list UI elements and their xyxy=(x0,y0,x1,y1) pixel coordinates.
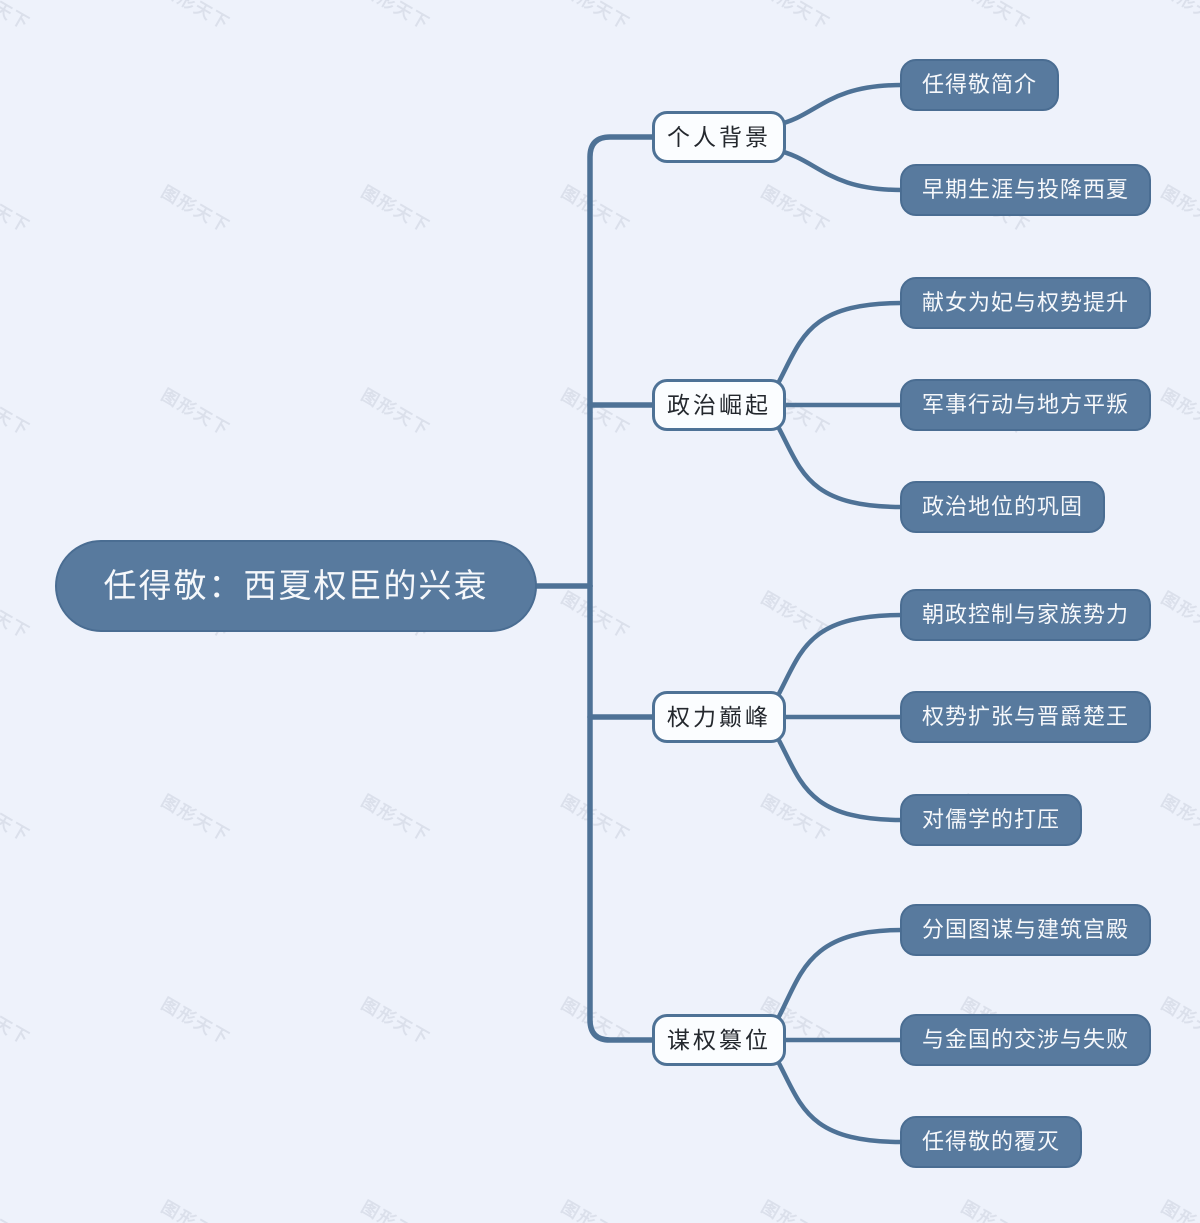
branch-node-3[interactable]: 权力巅峰 xyxy=(652,691,786,743)
leaf-node-2-2[interactable]: 军事行动与地方平叛 xyxy=(900,379,1152,431)
leaf-node-2-3[interactable]: 政治地位的巩固 xyxy=(900,481,1106,533)
branch-node-1[interactable]: 个人背景 xyxy=(652,111,786,163)
leaf-node-4-1[interactable]: 分国图谋与建筑宫殿 xyxy=(900,904,1152,956)
root-node[interactable]: 任得敬：西夏权臣的兴衰 xyxy=(55,540,537,632)
leaf-node-4-3[interactable]: 任得敬的覆灭 xyxy=(900,1116,1083,1168)
leaf-node-1-2[interactable]: 早期生涯与投降西夏 xyxy=(900,164,1152,216)
leaf-node-4-2[interactable]: 与金国的交涉与失败 xyxy=(900,1014,1152,1066)
leaf-node-2-1[interactable]: 献女为妃与权势提升 xyxy=(900,277,1152,329)
leaf-node-1-1[interactable]: 任得敬简介 xyxy=(900,59,1060,111)
branch-node-4[interactable]: 谋权篡位 xyxy=(652,1014,786,1066)
leaf-node-3-3[interactable]: 对儒学的打压 xyxy=(900,794,1083,846)
leaf-node-3-1[interactable]: 朝政控制与家族势力 xyxy=(900,589,1152,641)
leaf-node-3-2[interactable]: 权势扩张与晋爵楚王 xyxy=(900,691,1152,743)
branch-node-2[interactable]: 政治崛起 xyxy=(652,379,786,431)
